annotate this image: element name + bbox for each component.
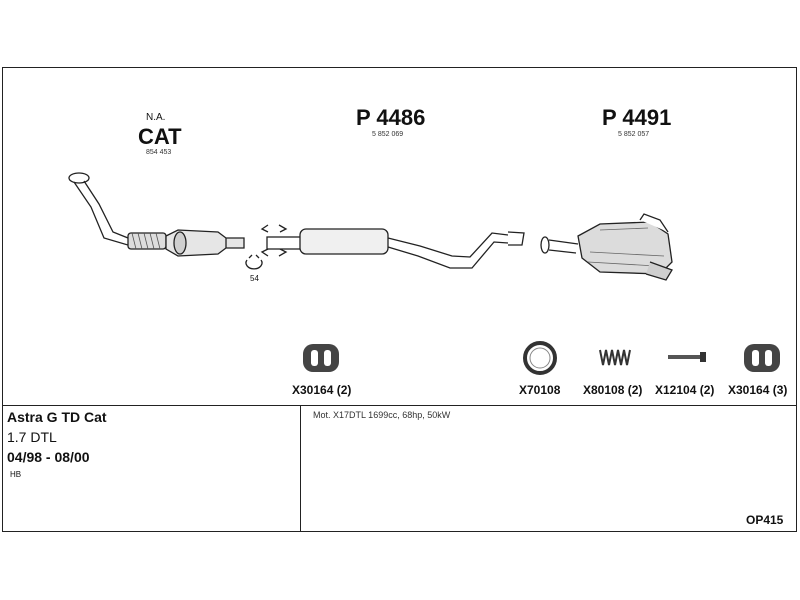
cat-code: CAT (138, 124, 182, 149)
spring-icon (599, 349, 631, 366)
clamp-label: 54 (250, 274, 259, 283)
rear-muffler (540, 213, 673, 281)
bolt-icon (668, 352, 706, 362)
part-code: X80108 (2) (583, 383, 643, 397)
front-pipe (68, 172, 167, 250)
catalytic-converter (165, 229, 245, 257)
middle-section (260, 224, 525, 269)
rear-code: P 4491 (602, 105, 672, 130)
table-divider (2, 405, 797, 406)
rubber-hanger-icon (303, 344, 339, 372)
vehicle-years: 04/98 - 08/00 (7, 449, 90, 465)
part-code: X30164 (2) (292, 383, 352, 397)
part-code: X30164 (3) (728, 383, 788, 397)
part-code: X70108 (519, 383, 561, 397)
middle-number: 5 852 069 (372, 131, 404, 138)
cat-number: 854 453 (146, 149, 172, 156)
gasket-ring-icon (523, 341, 557, 375)
cat-status: N.A. (146, 112, 166, 123)
vehicle-body: HB (10, 470, 22, 479)
diagram-frame (2, 67, 797, 532)
motor-spec: Mot. X17DTL 1699cc, 68hp, 50kW (313, 410, 451, 420)
part-code: X12104 (2) (655, 383, 715, 397)
clamp (245, 254, 263, 270)
middle-code: P 4486 (356, 105, 426, 130)
rubber-hanger-icon (744, 344, 780, 372)
reference-code: OP415 (746, 513, 784, 527)
vehicle-model: Astra G TD Cat (7, 409, 107, 425)
table-divider (300, 405, 301, 532)
rear-number: 5 852 057 (618, 131, 650, 138)
vehicle-engine: 1.7 DTL (7, 429, 57, 445)
